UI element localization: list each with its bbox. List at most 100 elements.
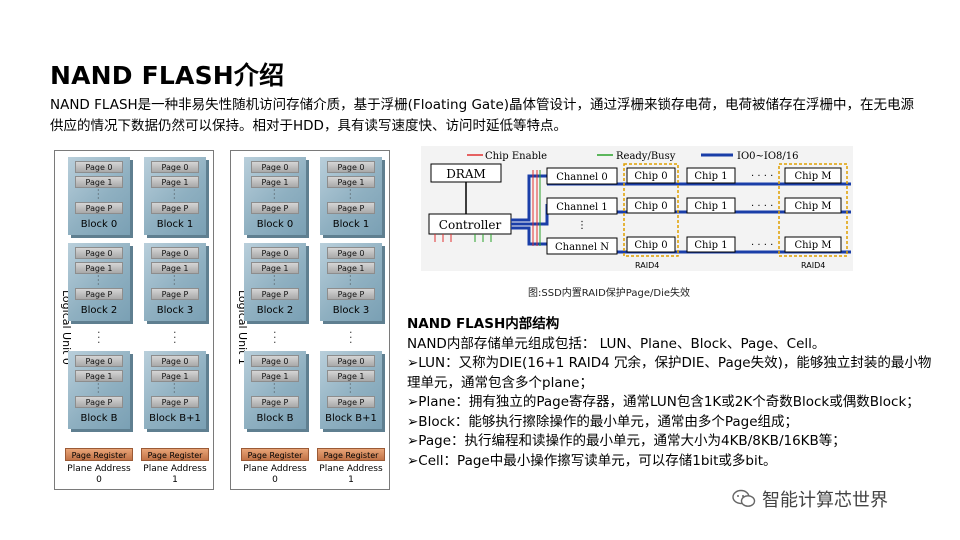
page-ellipsis: ···	[273, 380, 276, 397]
block-ellipsis: ···	[273, 326, 277, 349]
dram-label: DRAM	[446, 167, 486, 181]
block-label: Block 0	[80, 219, 118, 230]
block-ellipsis: ···	[97, 326, 101, 349]
page-cell: Page P	[75, 288, 123, 300]
page-cell: Page 0	[75, 355, 123, 367]
block-label: Block 2	[256, 305, 294, 316]
block-label: Block B	[80, 413, 118, 424]
section-line: ➢LUN：又称为DIE(16+1 RAID4 冗余，保护DIE、Page失效)，…	[407, 355, 932, 391]
page-cell: Page P	[327, 202, 375, 214]
raid-group-box	[623, 163, 679, 257]
section-line: ➢Page：执行编程和读操作的最小单元，通常大小为4KB/8KB/16KB等；	[407, 433, 846, 449]
page-register: Page Register	[141, 448, 209, 461]
page-cell: Page 1	[251, 262, 299, 274]
wechat-icon	[732, 489, 756, 507]
page-cell: Page 0	[327, 247, 375, 259]
block-label: Block 1	[156, 219, 194, 230]
legend-ready-busy: Ready/Busy	[616, 151, 676, 162]
chip-box	[784, 167, 842, 184]
raid-label: RAID4	[801, 261, 825, 270]
page-ellipsis: ···	[97, 380, 100, 397]
section-line: ➢Plane：拥有独立的Page寄存器，通常LUN包含1K或2K个奇数Block…	[407, 394, 920, 410]
channel-box	[546, 237, 618, 255]
nand-block: Page 0 Page 1 Page P··· Block 2	[244, 243, 306, 321]
page-cell: Page 1	[151, 262, 199, 274]
page-cell: Page P	[251, 202, 299, 214]
page-cell: Page 1	[327, 370, 375, 382]
channel-label: Channel 1	[556, 202, 608, 213]
chip-label: Chip M	[794, 240, 831, 251]
page-register: Page Register	[241, 448, 309, 461]
block-label: Block 3	[332, 305, 370, 316]
page-cell: Page P	[327, 396, 375, 408]
watermark: 智能计算芯世界	[728, 486, 892, 512]
block-label: Block 2	[80, 305, 118, 316]
chip-box	[784, 197, 842, 214]
page-cell: Page P	[327, 288, 375, 300]
channel-label: Channel 0	[556, 172, 608, 183]
chip-box	[686, 197, 736, 214]
page-cell: Page P	[151, 396, 199, 408]
page-cell: Page 0	[151, 161, 199, 173]
page-ellipsis: ···	[349, 380, 352, 397]
page-cell: Page P	[251, 396, 299, 408]
nand-block: Page 0 Page 1 Page P··· Block 1	[144, 157, 206, 235]
plane-address: Plane Address 0	[67, 464, 131, 485]
chip-label: Chip M	[794, 171, 831, 182]
page-cell: Page 0	[251, 161, 299, 173]
page-cell: Page 1	[75, 370, 123, 382]
page-cell: Page P	[75, 202, 123, 214]
section-line: ➢Block：能够执行擦除操作的最小单元，通常由多个Page组成；	[407, 413, 799, 430]
raid-label: RAID4	[635, 261, 659, 270]
watermark-text: 智能计算芯世界	[762, 490, 888, 511]
chip-label: Chip 1	[694, 240, 727, 251]
page-ellipsis: ···	[273, 272, 276, 289]
structure-section: NAND FLASH内部结构 NAND内部存储单元组成包括： LUN、Plane…	[407, 315, 937, 471]
chip-box	[784, 236, 842, 253]
block-label: Block 1	[332, 219, 370, 230]
page-ellipsis: ···	[97, 272, 100, 289]
svg-text:· · · ·: · · · ·	[751, 240, 773, 251]
page-ellipsis: ···	[273, 186, 276, 203]
chip-label: Chip 1	[694, 171, 727, 182]
chip-box	[626, 197, 676, 214]
svg-text:· · · ·: · · · ·	[751, 201, 773, 212]
block-label: Block B+1	[325, 413, 377, 424]
page-register: Page Register	[65, 448, 133, 461]
chip-box	[686, 167, 736, 184]
page-cell: Page 1	[151, 370, 199, 382]
nand-block: Page 0 Page 1 Page P··· Block B	[244, 351, 306, 429]
page-ellipsis: ···	[173, 186, 176, 203]
chip-box	[626, 236, 676, 253]
channel-box	[546, 167, 618, 185]
section-heading: NAND FLASH内部结构	[407, 316, 560, 332]
chip-label: Chip M	[794, 201, 831, 212]
controller-label: Controller	[439, 218, 502, 232]
page-ellipsis: ···	[173, 272, 176, 289]
raid-caption: 图:SSD内置RAID保护Page/Die失效	[528, 288, 691, 299]
chip-box	[626, 167, 676, 184]
page-cell: Page P	[151, 202, 199, 214]
chip-label: Chip 0	[634, 171, 667, 182]
page-cell: Page 0	[251, 247, 299, 259]
chip-label: Chip 1	[694, 201, 727, 212]
page-cell: Page 1	[75, 262, 123, 274]
page-cell: Page 1	[251, 370, 299, 382]
legend-io: IO0~IO8/16	[737, 151, 799, 162]
page-cell: Page P	[251, 288, 299, 300]
block-label: Block B	[256, 413, 294, 424]
intro-paragraph: NAND FLASH是一种非易失性随机访问存储介质，基于浮栅(Floating …	[50, 97, 915, 134]
plane-address: Plane Address 1	[319, 464, 383, 485]
section-line: ➢Cell：Page中最小操作擦写读单元，可以存储1bit或多bit。	[407, 452, 777, 469]
section-line: NAND内部存储单元组成包括： LUN、Plane、Block、Page、Cel…	[407, 335, 826, 352]
page-cell: Page 0	[251, 355, 299, 367]
block-label: Block 3	[156, 305, 194, 316]
page-cell: Page 1	[151, 176, 199, 188]
page-cell: Page 1	[251, 176, 299, 188]
chip-box	[686, 236, 736, 253]
page-cell: Page 1	[327, 262, 375, 274]
block-ellipsis: ···	[173, 326, 177, 349]
